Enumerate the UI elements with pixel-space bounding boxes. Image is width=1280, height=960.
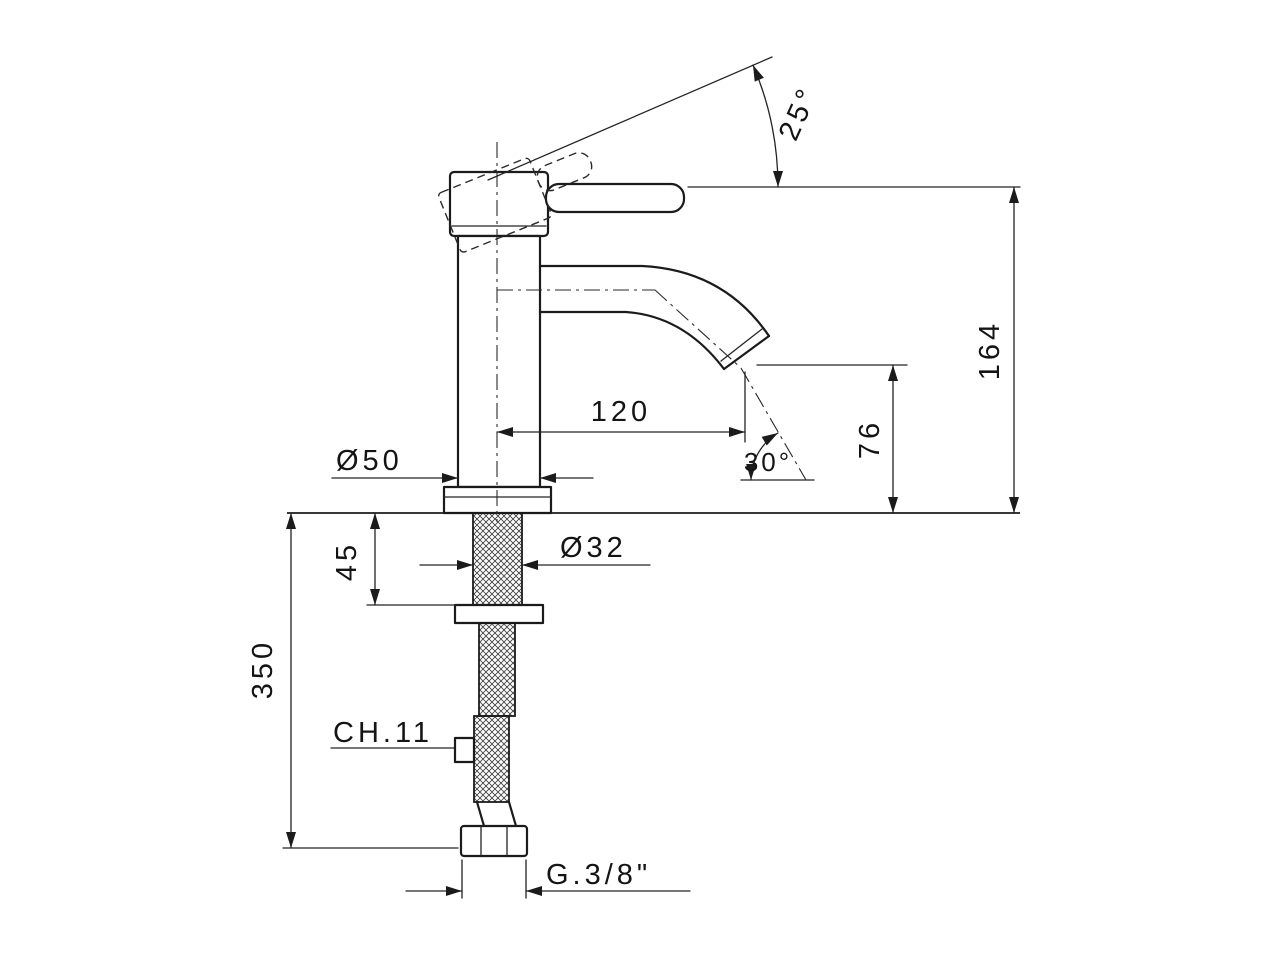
label-hose-length: 350 — [247, 639, 279, 699]
spout-lower-edge — [538, 310, 726, 371]
label-overall-height: 164 — [974, 320, 1006, 380]
label-shank-length: 45 — [331, 541, 363, 581]
label-spout-angle: 30° — [744, 447, 792, 477]
flex-hose-lower — [473, 715, 510, 803]
handle-open-position-dashed — [438, 152, 593, 253]
ch11-hex-fitting — [453, 736, 476, 764]
dim-spout-height: 76 — [756, 364, 908, 514]
label-shank-diameter: Ø32 — [560, 532, 627, 564]
hose-end-nut — [459, 824, 529, 858]
label-spout-reach: 120 — [591, 396, 651, 428]
spout-outlet-face — [722, 334, 771, 371]
faucet-outline — [442, 170, 771, 515]
dim-body-diameter: Ø50 — [331, 445, 594, 483]
dim-wrench-size: CH.11 — [330, 717, 455, 749]
flex-hose-upper — [478, 622, 516, 717]
undercounter-parts — [287, 512, 1020, 858]
spout-axis-bend — [654, 289, 742, 369]
label-thread-size: G.3/8" — [546, 859, 651, 891]
dim-thread-size: G.3/8" — [405, 859, 691, 899]
hose-cone-right — [507, 800, 518, 828]
label-wrench-size: CH.11 — [333, 717, 433, 749]
centerlines — [496, 142, 807, 522]
fixing-washer — [453, 603, 545, 625]
dimensions: 25° 164 120 30° 76 Ø50 — [247, 56, 1021, 899]
threaded-shank — [472, 512, 523, 606]
dim-shank-diameter: Ø32 — [419, 532, 651, 570]
lever-handle — [544, 182, 686, 214]
faucet-body — [456, 234, 542, 489]
spout-axis-outlet — [740, 367, 807, 481]
label-spout-height: 76 — [854, 419, 886, 459]
dim-shank-length: 45 — [331, 512, 458, 606]
dim-spout-angle: 30° — [740, 432, 815, 481]
label-body-diameter: Ø50 — [336, 445, 403, 477]
hose-cone-left — [475, 800, 486, 828]
spout-upper-edge — [538, 264, 771, 338]
dim-overall-height: 164 — [974, 186, 1019, 514]
dim-spout-reach: 120 — [496, 371, 746, 443]
dim-hose-length: 350 — [247, 512, 459, 849]
